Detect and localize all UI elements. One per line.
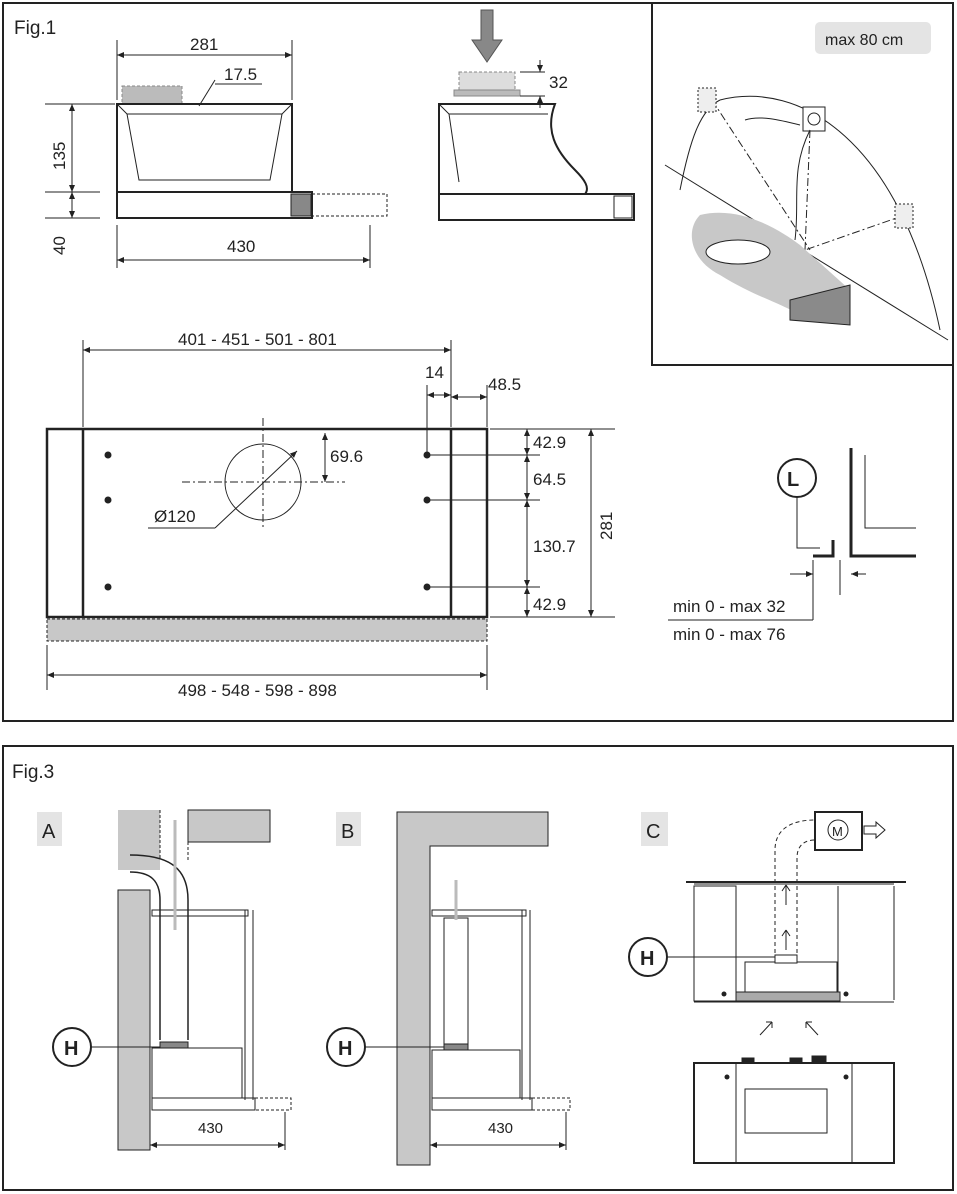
dim-130-7: 130.7 xyxy=(533,537,576,556)
panel-c-label-bg xyxy=(641,812,668,846)
panel-a-dim-430: 430 xyxy=(198,1120,223,1137)
dim-42-9-bottom: 42.9 xyxy=(533,595,566,614)
panel-a-h-label: H xyxy=(64,1038,78,1060)
panel-b-label: B xyxy=(341,821,354,843)
clearance-min-76: min 0 - max 76 xyxy=(673,625,785,644)
fig1-title: Fig.1 xyxy=(14,18,56,39)
hood-side-view xyxy=(438,9,635,221)
panel-b-h-label: H xyxy=(338,1038,352,1060)
dim-281-depth: 281 xyxy=(597,512,616,540)
panel-c-drawing xyxy=(628,811,906,1164)
dim-width-range: 401 - 451 - 501 - 801 xyxy=(178,330,337,349)
fig3-title: Fig.3 xyxy=(12,762,54,783)
dim-135: 135 xyxy=(50,142,69,170)
dim-17-5: 17.5 xyxy=(224,65,257,84)
l-clearance-detail xyxy=(668,448,916,621)
panel-b-label-bg xyxy=(336,812,361,846)
panel-a-label: A xyxy=(42,821,56,843)
hood-front-view xyxy=(45,40,388,268)
dim-69-6: 69.6 xyxy=(330,447,363,466)
dim-40: 40 xyxy=(50,236,69,255)
dim-42-9-top: 42.9 xyxy=(533,433,566,452)
clearance-min-32: min 0 - max 32 xyxy=(673,597,785,616)
panel-b-dim-430: 430 xyxy=(488,1120,513,1137)
dim-diameter-120: Ø120 xyxy=(154,507,196,526)
dim-281-top: 281 xyxy=(190,35,218,54)
hood-plan-view xyxy=(45,340,615,690)
dim-32: 32 xyxy=(549,73,568,92)
panel-b-drawing xyxy=(326,811,571,1166)
max-80cm-label: max 80 cm xyxy=(825,32,903,49)
fig1-panel: Fig.1 281 17.5 135 40 43 xyxy=(2,2,954,722)
dim-64-5: 64.5 xyxy=(533,470,566,489)
dim-430-top: 430 xyxy=(227,237,255,256)
dim-48-5: 48.5 xyxy=(488,375,521,394)
l-label: L xyxy=(787,469,799,491)
panel-c-label: C xyxy=(646,821,660,843)
motor-label: M xyxy=(832,824,843,839)
fig3-panel: Fig.3 A H 430 xyxy=(2,745,954,1191)
panel-a-drawing xyxy=(52,809,292,1151)
panel-a-label-bg xyxy=(37,812,62,846)
dim-14: 14 xyxy=(425,363,444,382)
panel-c-h-label: H xyxy=(640,948,654,970)
dim-overall-range: 498 - 548 - 598 - 898 xyxy=(178,681,337,700)
wall-mount-perspective xyxy=(651,2,954,366)
